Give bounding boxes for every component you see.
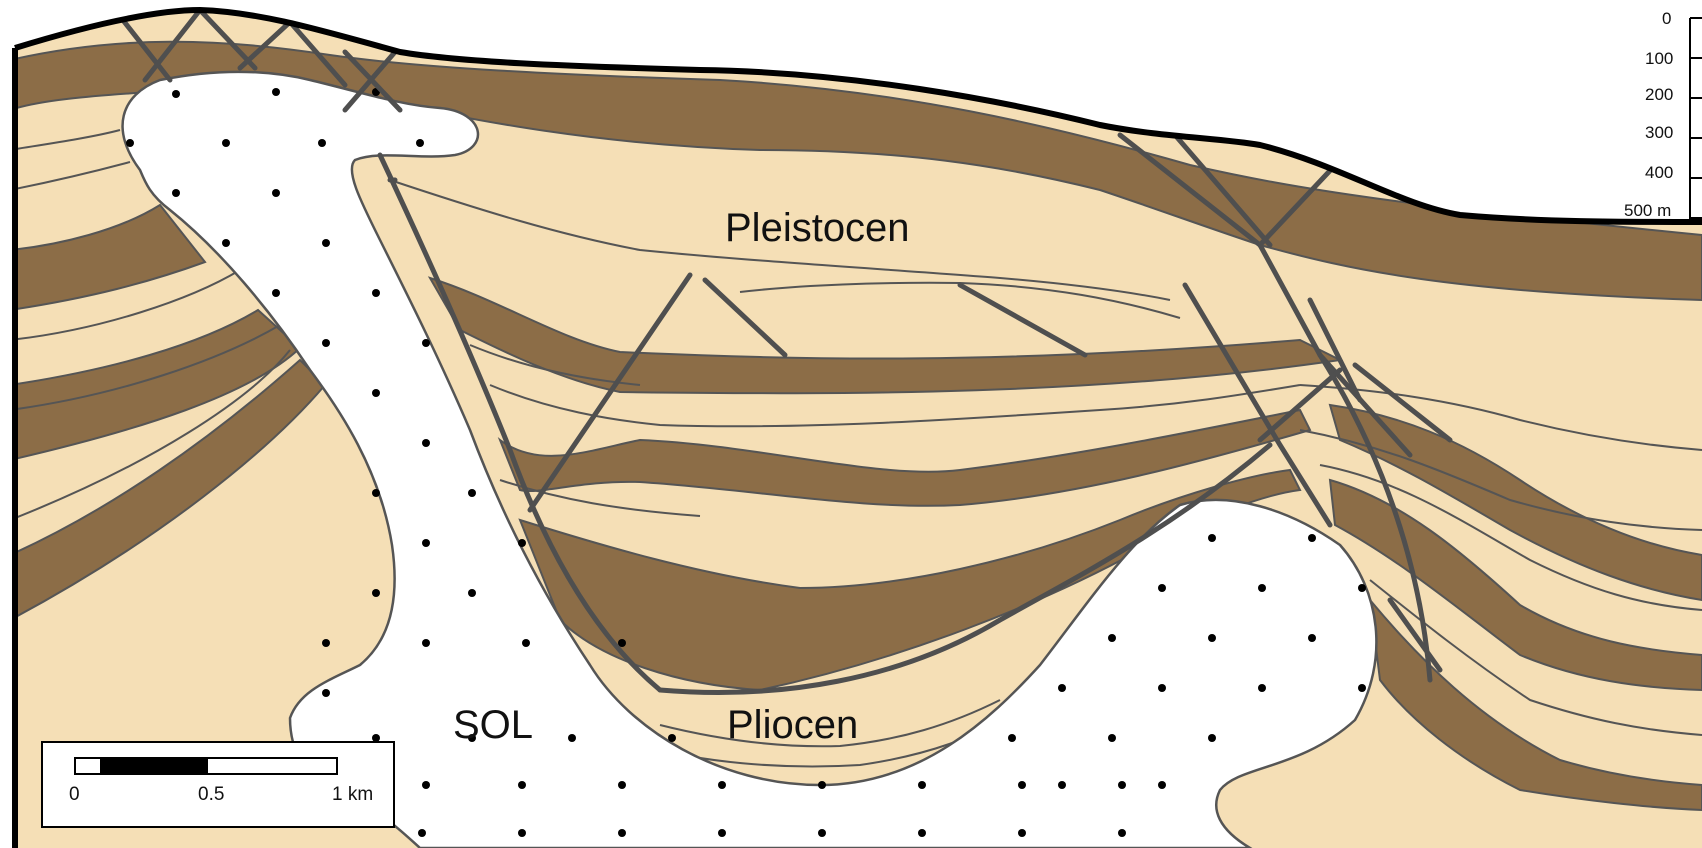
depth-tick-label: 400: [1645, 163, 1673, 182]
depth-scale: 0 100 200 300 400 500 m: [1624, 9, 1702, 220]
scale-bar: 0 0.5 1 km: [42, 742, 394, 827]
scale-bar-label: 0.5: [198, 784, 224, 805]
depth-tick-label: 200: [1645, 85, 1673, 104]
label-sol: SOL: [453, 703, 533, 747]
depth-tick-label: 0: [1662, 9, 1671, 28]
scale-bar-label: 0: [69, 784, 80, 805]
depth-tick-label: 500 m: [1624, 201, 1671, 220]
scale-bar-label: 1 km: [332, 784, 373, 805]
depth-tick-label: 300: [1645, 123, 1673, 142]
label-pleistocen: Pleistocen: [725, 206, 910, 250]
label-pliocen: Pliocen: [727, 703, 858, 747]
depth-tick-label: 100: [1645, 49, 1673, 68]
